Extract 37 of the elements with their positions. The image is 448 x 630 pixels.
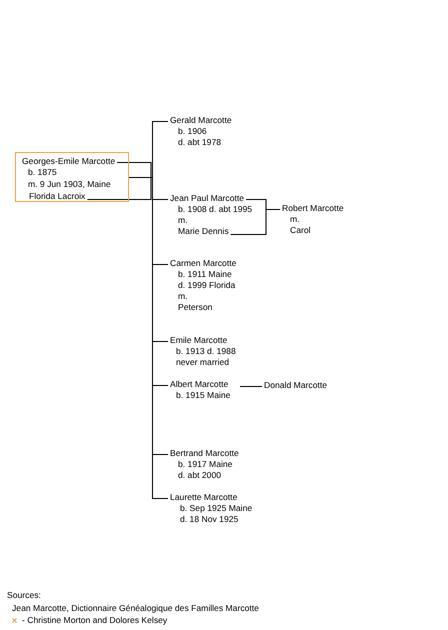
person-detail: b. 1875 [28,166,57,178]
person-detail: m. [290,214,300,225]
person-detail: d. 18 Nov 1925 [180,514,238,525]
person-name: Albert Marcotte [170,379,228,390]
person-detail: m. [178,215,188,226]
person-detail: never married [176,357,230,368]
person-detail: m. 9 Jun 1903, Maine [28,179,111,190]
person-detail: m. [178,291,188,302]
person-name: Bertrand Marcotte [170,448,239,459]
person-box [15,152,129,202]
person-detail: b. 1911 Maine [178,269,232,280]
person-detail: Florida Lacroix [29,191,86,202]
person-detail: b. 1906 [178,126,207,137]
person-name: Emile Marcotte [170,335,228,346]
source-entry: - Christine Morton and Dolores Kelsey [22,615,168,626]
person-detail: b. 1917 Maine [178,459,232,470]
person-name: Laurette Marcotte [170,492,238,503]
person-detail: Peterson [178,302,212,313]
family-line [266,209,280,210]
person-detail: b. Sep 1925 Maine [180,503,252,514]
person-name: Carmen Marcotte [170,258,236,269]
person-detail: Carol [290,225,311,236]
person-name: Donald Marcotte [264,380,328,391]
person-name: Robert Marcotte [282,203,344,214]
person-detail: Marie Dennis [178,226,229,237]
person-detail: d. abt 1978 [178,137,222,148]
source-entry: Jean Marcotte, Dictionnaire Généalogique des Familles Marcotte [12,603,259,614]
sources-heading: Sources: [7,590,41,601]
person-name: Gerald Marcotte [170,115,232,126]
person-name: Georges-Emile Marcotte [22,156,116,167]
person-detail: d. abt 2000 [178,470,222,481]
person-detail: d. 1999 Florida [178,280,236,291]
person-name: Jean Paul Marcotte [170,193,244,204]
person-detail: b. 1915 Maine [176,390,230,401]
person-detail: b. 1913 d. 1988 [176,346,236,357]
person-detail: b. 1908 d. abt 1995 [178,204,252,215]
family-line [240,386,262,387]
